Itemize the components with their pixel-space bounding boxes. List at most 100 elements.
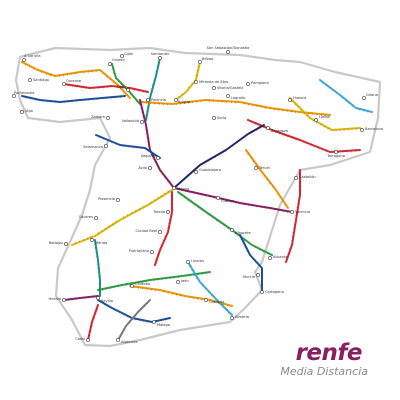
station-toledo[interactable]: Toledo xyxy=(153,210,170,214)
station-merida[interactable]: Mérida xyxy=(90,238,107,245)
station-miranda[interactable]: Miranda de Ebro xyxy=(194,80,228,84)
station-sevilla[interactable]: Sevilla xyxy=(96,296,113,303)
station-granada[interactable]: Granada xyxy=(204,298,224,304)
station-tick xyxy=(271,186,274,188)
station-tick xyxy=(327,127,329,130)
station-tick xyxy=(123,86,126,89)
station-tick xyxy=(122,91,125,93)
station-zaragoza[interactable]: Zaragoza xyxy=(266,126,288,133)
station-algeciras[interactable]: Algeciras xyxy=(116,338,138,344)
station-albacete[interactable]: Albacete xyxy=(230,228,252,235)
station-caceres[interactable]: Cáceres xyxy=(79,215,98,220)
station-tick xyxy=(255,164,257,166)
station-puertollano[interactable]: Puertollano xyxy=(129,249,154,254)
station-cordoba[interactable]: Córdoba xyxy=(130,282,150,288)
station-san-sebastian[interactable]: San Sebastián/Donostia xyxy=(207,46,250,54)
station-badajoz[interactable]: Badajoz xyxy=(49,241,68,246)
station-cartagena[interactable]: Cartagena xyxy=(260,290,284,294)
station-tick xyxy=(93,317,96,319)
station-a-coruna[interactable]: A Coruña xyxy=(22,54,41,62)
station-teruel[interactable]: Teruel xyxy=(254,166,270,170)
station-madrid[interactable]: Madrid xyxy=(172,186,189,191)
station-tarragona[interactable]: Tarragona xyxy=(326,150,345,158)
station-plasencia[interactable]: Plasencia xyxy=(98,197,120,202)
station-barcelona[interactable]: Barcelona xyxy=(360,127,383,132)
station-murcia[interactable]: Murcia xyxy=(243,273,260,279)
station-cuenca[interactable]: Cuenca xyxy=(216,196,234,203)
station-palencia[interactable]: Palencia xyxy=(146,98,166,102)
station-label: León xyxy=(117,85,126,89)
station-oviedo[interactable]: Oviedo xyxy=(108,58,125,66)
station-label: Huesca xyxy=(293,96,306,100)
station-castellon[interactable]: Castellón xyxy=(294,175,316,180)
station-soria[interactable]: Soria xyxy=(212,116,226,120)
station-label: Ourense xyxy=(66,79,82,83)
station-marker xyxy=(216,196,220,200)
station-tick xyxy=(196,277,198,279)
station-tick xyxy=(276,193,279,195)
station-tick xyxy=(342,97,344,99)
station-tick xyxy=(251,131,253,134)
station-tick xyxy=(281,200,284,202)
station-label: Girona xyxy=(366,93,378,97)
station-label: Albacete xyxy=(235,231,252,235)
station-tick xyxy=(135,209,137,212)
station-segovia[interactable]: Segovia xyxy=(141,154,160,160)
service-name: Media Distancia xyxy=(280,365,368,378)
station-jaen[interactable]: Jaén xyxy=(176,279,189,284)
station-lleida[interactable]: Lleida xyxy=(314,115,330,122)
station-leon[interactable]: León xyxy=(117,85,130,92)
station-label: Mérida xyxy=(95,241,107,245)
station-tick xyxy=(41,71,43,74)
station-girona[interactable]: Girona xyxy=(362,93,378,100)
station-label: Burgos xyxy=(178,100,191,104)
station-vigo[interactable]: Vigo xyxy=(20,109,33,114)
station-malaga[interactable]: Málaga xyxy=(152,320,170,327)
station-tick xyxy=(323,125,325,128)
station-gijon[interactable]: Gijón xyxy=(120,52,133,58)
station-tick xyxy=(167,180,169,182)
station-label: Miranda de Ebro xyxy=(199,80,228,84)
station-marker xyxy=(254,166,258,170)
station-guadalajara[interactable]: Guadalajara xyxy=(194,168,221,174)
station-bilbao[interactable]: Bilbao xyxy=(198,57,213,64)
station-label: Palencia xyxy=(151,98,166,102)
line-cadiz-sevilla xyxy=(87,304,99,341)
station-tick xyxy=(108,225,110,227)
station-ourense[interactable]: Ourense xyxy=(62,79,82,86)
station-tick xyxy=(317,147,319,150)
station-cadiz[interactable]: Cádiz xyxy=(75,337,90,342)
station-tick xyxy=(156,165,159,167)
station-santander[interactable]: Santander xyxy=(151,52,170,60)
station-burgos[interactable]: Burgos xyxy=(174,98,191,104)
station-valladolid[interactable]: Valladolid xyxy=(122,119,144,124)
station-valencia[interactable]: Valencia xyxy=(290,210,310,214)
station-tick xyxy=(111,141,113,144)
station-marker xyxy=(194,170,198,174)
station-tick xyxy=(135,100,138,102)
station-marker xyxy=(146,98,150,102)
station-tick xyxy=(109,78,111,81)
station-pontevedra[interactable]: Pontevedra xyxy=(12,91,34,98)
station-salamanca[interactable]: Salamanca xyxy=(83,144,108,149)
station-ciudad-real[interactable]: Ciudad Real xyxy=(136,229,162,234)
station-alicante[interactable]: Alicante xyxy=(268,255,288,260)
station-huesca[interactable]: Huesca xyxy=(288,96,306,102)
station-marker xyxy=(28,78,32,82)
station-linares[interactable]: Linares xyxy=(186,259,204,264)
station-tick xyxy=(302,141,304,144)
station-pamplona[interactable]: Pamplona xyxy=(246,81,269,86)
station-avila[interactable]: Ávila xyxy=(138,165,152,170)
station-tick xyxy=(96,309,99,310)
station-tick xyxy=(156,254,159,256)
station-huelva[interactable]: Huelva xyxy=(48,297,66,302)
station-tick xyxy=(162,240,165,242)
station-santiago[interactable]: Santiago xyxy=(28,78,49,82)
station-logrono[interactable]: Logroño xyxy=(226,94,246,100)
station-zamora[interactable]: Zamora xyxy=(91,115,110,120)
station-vitoria[interactable]: Vitoria/Gasteiz xyxy=(212,86,243,90)
station-label: Zamora xyxy=(91,115,105,119)
station-almeria[interactable]: Almería xyxy=(230,315,249,320)
station-tick xyxy=(115,143,117,145)
